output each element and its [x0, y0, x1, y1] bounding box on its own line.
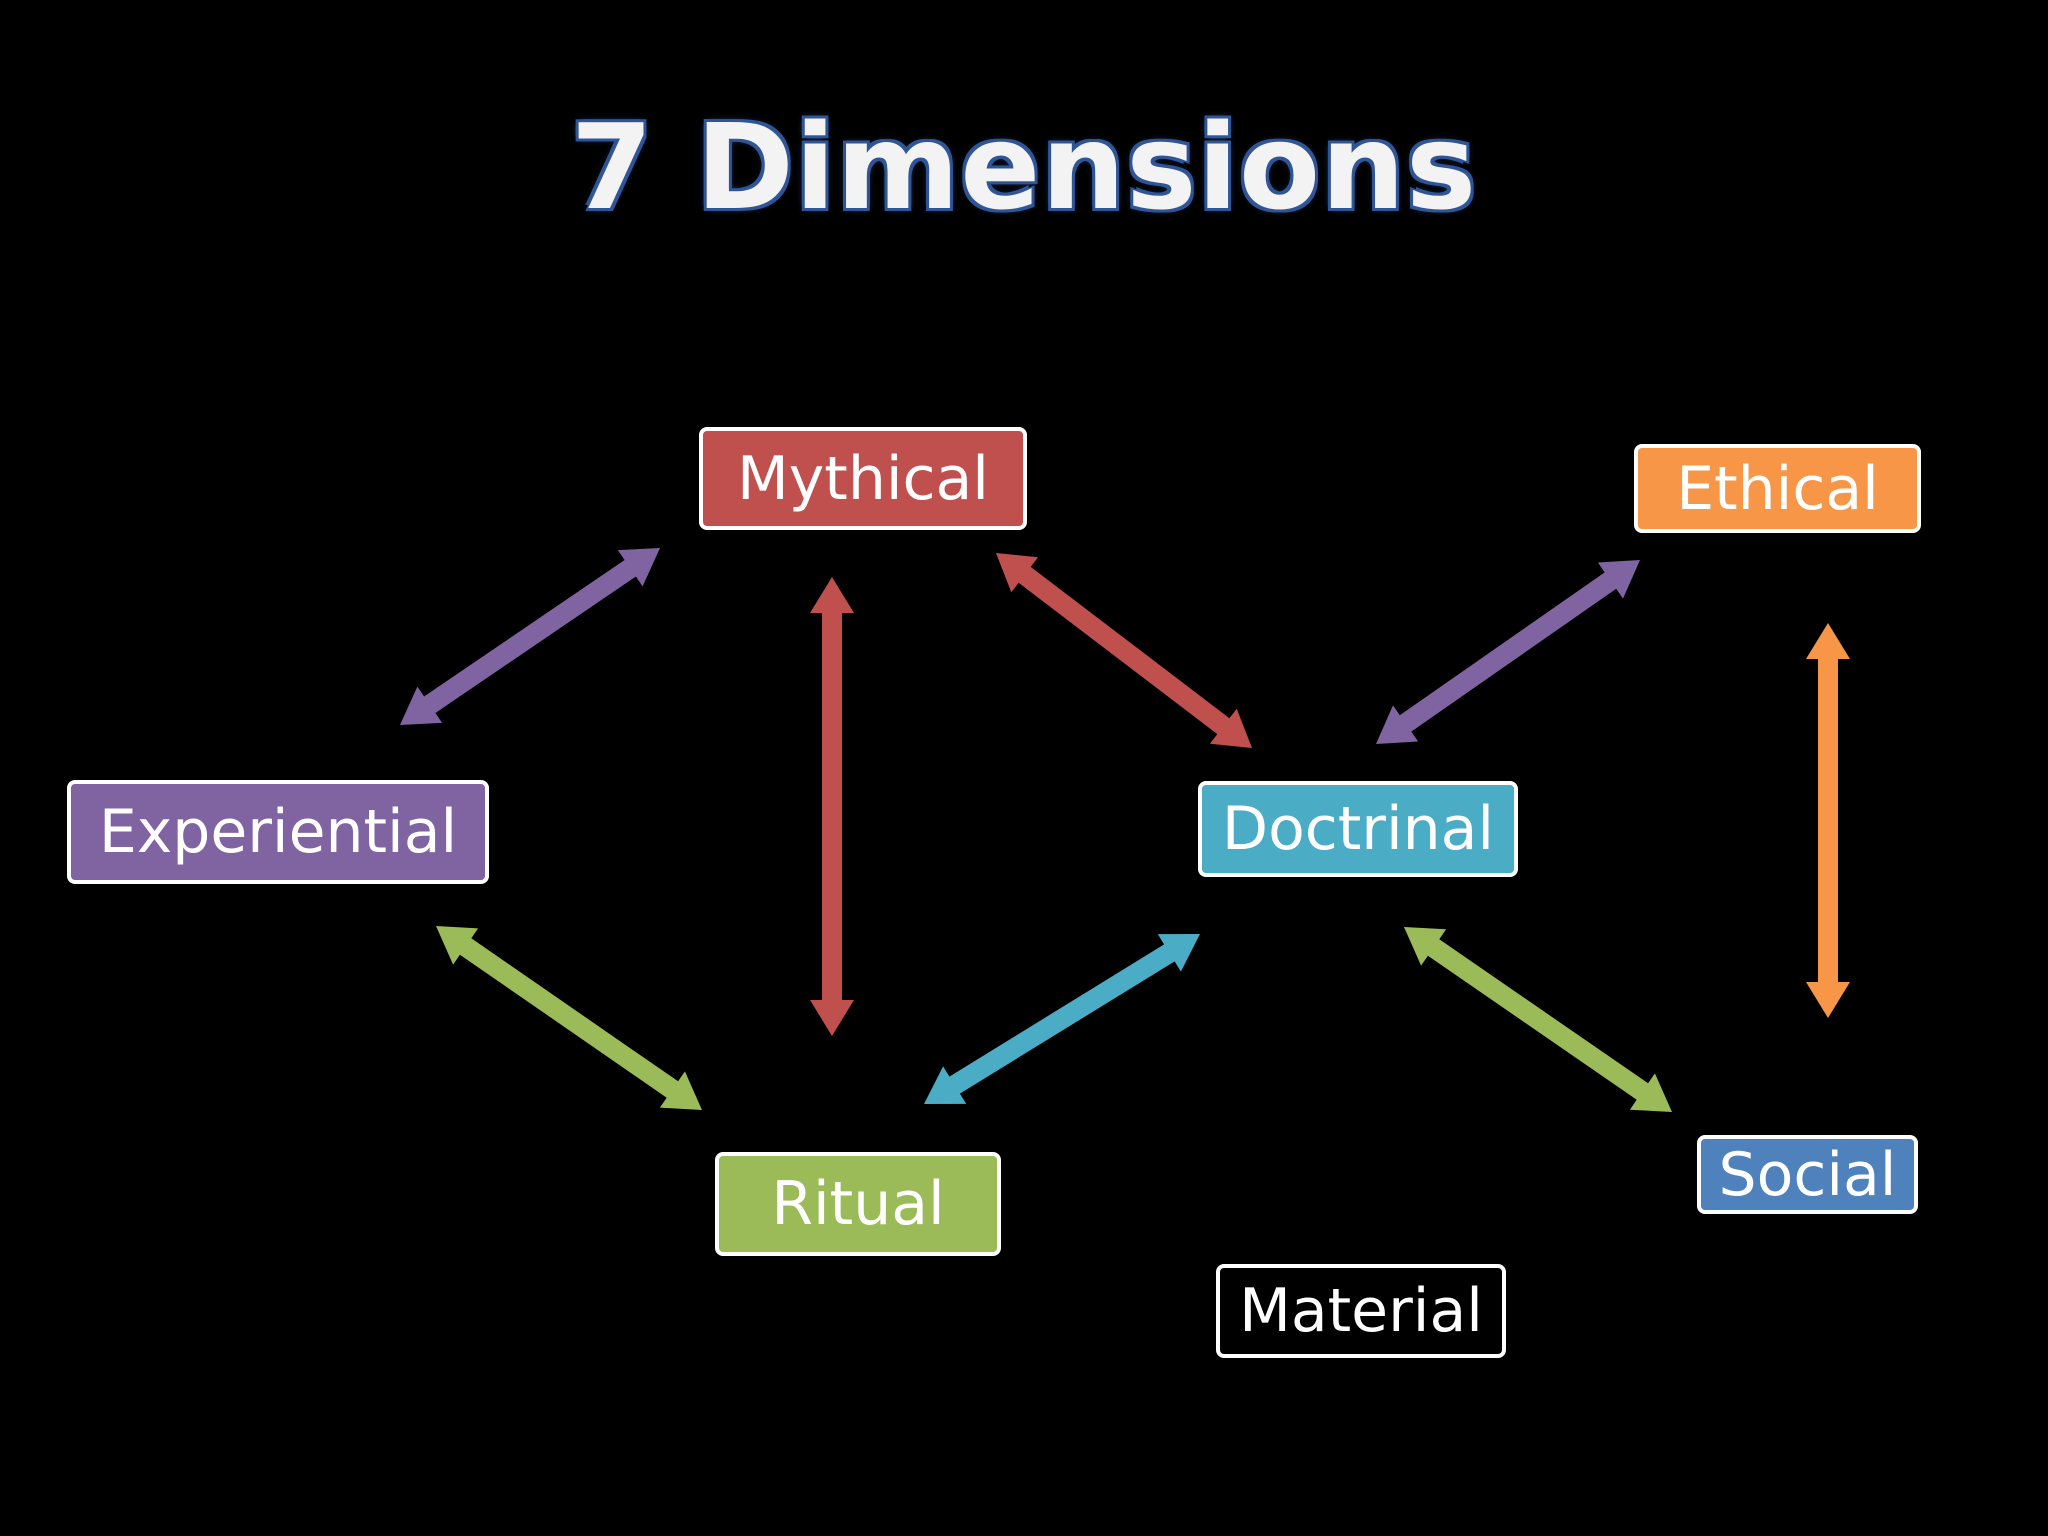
arrow-doctrinal-ethical: [1376, 560, 1640, 744]
node-doctrinal: Doctrinal: [1198, 781, 1518, 877]
arrow-experiential-ritual: [436, 926, 702, 1110]
node-ritual: Ritual: [715, 1152, 1001, 1256]
node-ethical: Ethical: [1634, 444, 1921, 533]
arrow-mythical-ritual: [810, 577, 854, 1036]
node-material: Material: [1216, 1264, 1506, 1358]
node-experiential: Experiential: [67, 780, 489, 884]
node-mythical: Mythical: [699, 427, 1027, 530]
arrow-ritual-doctrinal: [924, 934, 1200, 1104]
arrow-mythical-doctrinal: [996, 553, 1252, 748]
page-title: 7 Dimensions: [570, 98, 1478, 236]
arrow-experiential-mythical: [400, 548, 660, 725]
arrow-doctrinal-social: [1404, 927, 1672, 1112]
node-social: Social: [1697, 1135, 1918, 1214]
arrow-ethical-social: [1806, 623, 1850, 1018]
